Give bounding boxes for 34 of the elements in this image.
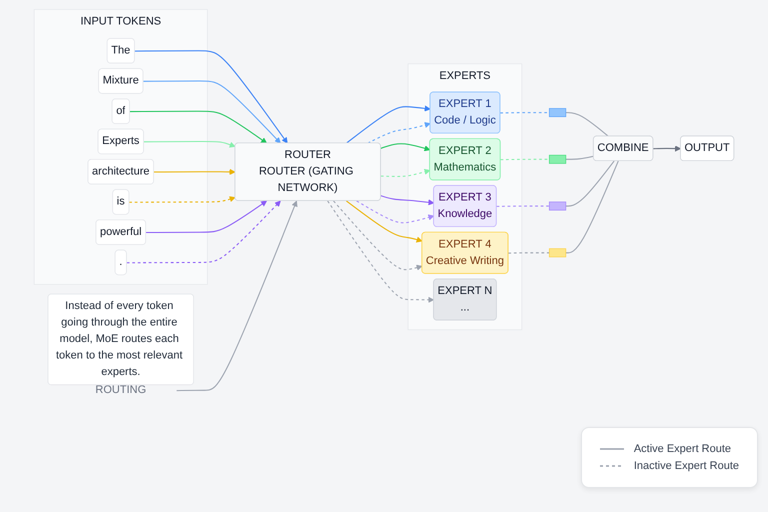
connector — [566, 156, 594, 160]
connector — [500, 112, 550, 114]
connector — [496, 206, 550, 207]
arrow — [333, 200, 422, 271]
connector — [566, 112, 609, 137]
arrow — [367, 122, 431, 144]
node-text: ROUTING — [95, 384, 146, 396]
node-box — [548, 154, 566, 164]
node-box — [548, 248, 566, 258]
node-box — [548, 108, 566, 118]
arrow — [144, 140, 236, 148]
arrow — [143, 80, 281, 144]
arrow — [327, 200, 434, 303]
arrow — [126, 200, 281, 264]
arrow — [346, 200, 422, 242]
arrow — [154, 168, 236, 175]
arrow — [129, 196, 236, 203]
connector — [500, 158, 550, 160]
arrow — [130, 110, 267, 144]
connector — [566, 160, 614, 207]
arrow — [653, 146, 681, 152]
legend-label: Inactive Expert Route — [634, 460, 739, 472]
legend-label: Active Expert Route — [634, 442, 732, 454]
arrow — [380, 143, 430, 152]
arrow — [356, 200, 434, 224]
arrow — [134, 50, 288, 144]
arrow — [380, 168, 430, 177]
arrow — [346, 105, 431, 144]
arrow — [146, 200, 267, 234]
connector — [566, 160, 619, 254]
arrow — [380, 195, 434, 206]
arrow — [176, 200, 298, 392]
connector — [508, 252, 550, 254]
node-box — [548, 202, 566, 211]
